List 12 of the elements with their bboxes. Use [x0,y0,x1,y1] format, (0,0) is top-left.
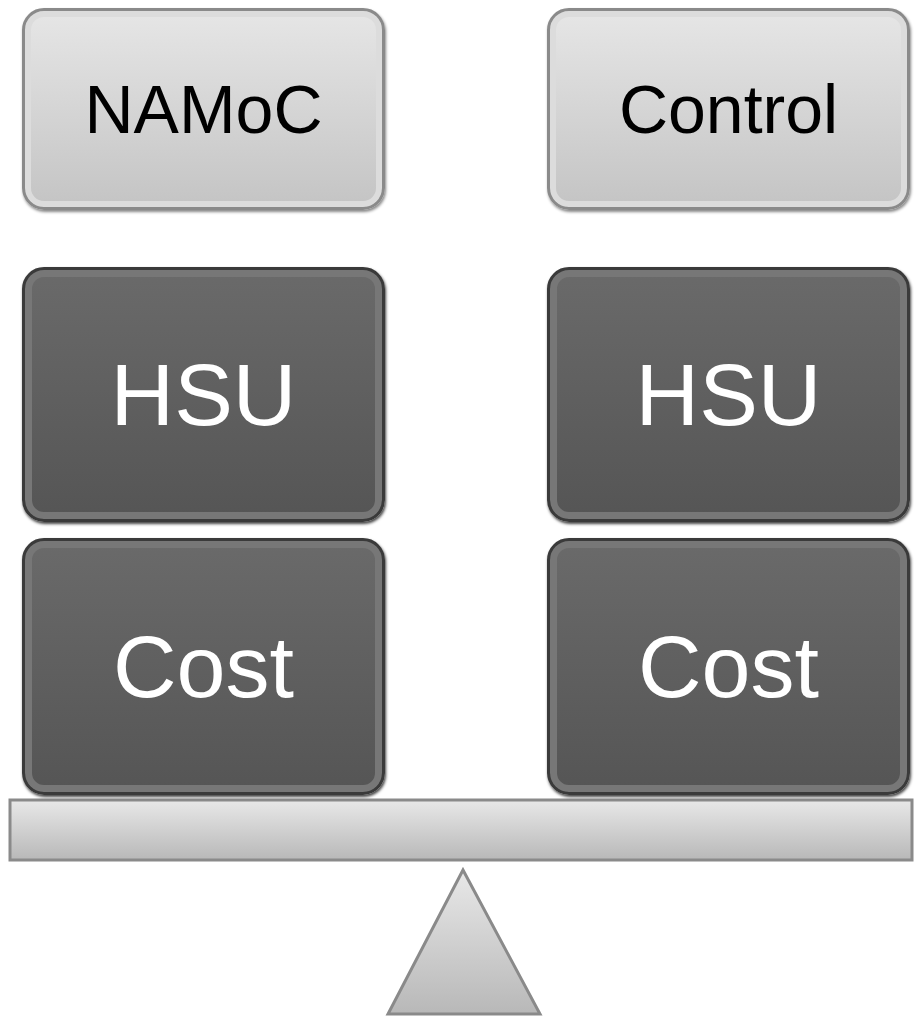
box-label: Cost [638,615,819,718]
heading-box [547,8,910,210]
box-label: HSU [635,343,822,446]
heading-box [22,8,385,210]
weight-block [22,538,385,795]
box-label: Control [618,70,839,148]
weight-block [22,267,385,522]
weight-block [547,538,910,795]
box-label: NAMoC [84,70,323,148]
box-label: Cost [113,615,294,718]
weight-block [547,267,910,522]
box-label: HSU [110,343,297,446]
